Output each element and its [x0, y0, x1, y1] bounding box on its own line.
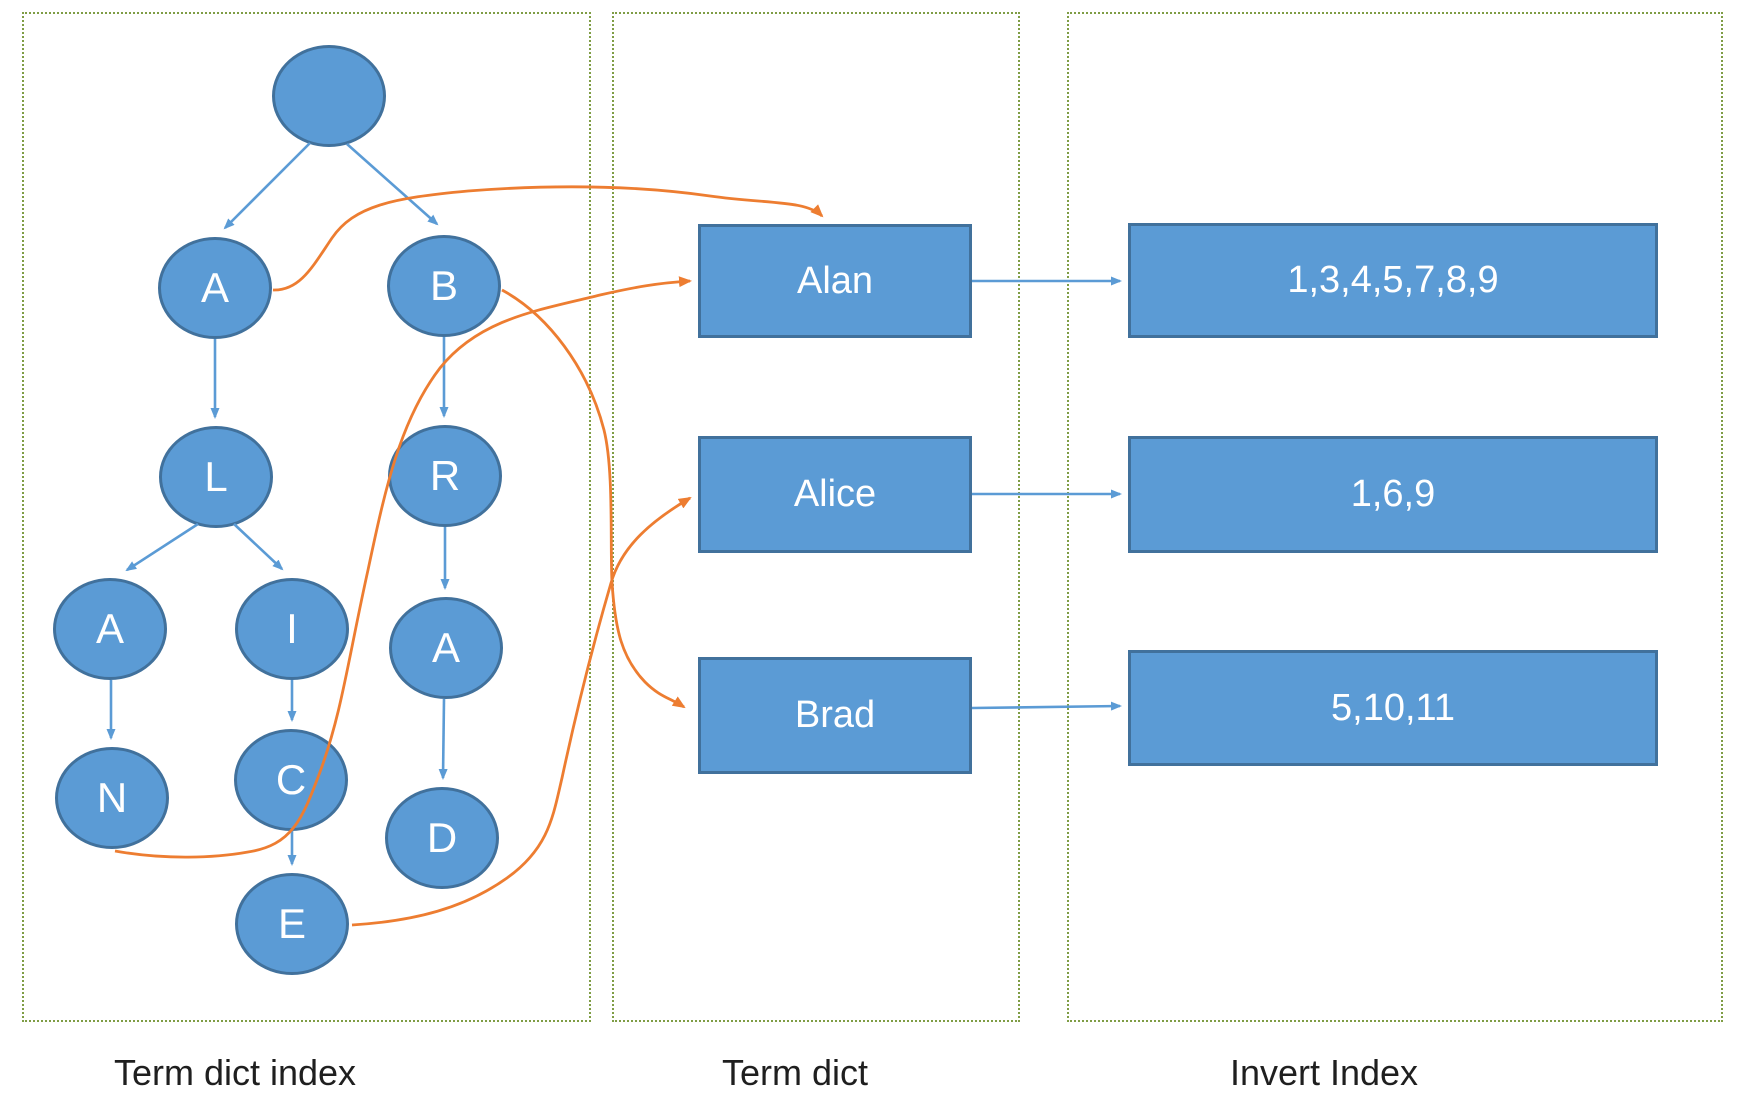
trie-node-n: N	[55, 747, 169, 849]
trie-node-i: I	[235, 578, 349, 680]
trie-node-a3: A	[389, 597, 503, 699]
posting-box-2: 1,6,9	[1128, 436, 1658, 553]
caption-term-dict: Term dict	[721, 1052, 869, 1093]
trie-node-b: B	[387, 235, 501, 337]
caption-invert-index: Invert Index	[1229, 1052, 1419, 1093]
panel-term-dict-index	[22, 12, 591, 1022]
trie-node-l: L	[159, 426, 273, 528]
term-box-alice: Alice	[698, 436, 972, 553]
posting-box-1: 1,3,4,5,7,8,9	[1128, 223, 1658, 338]
trie-node-d: D	[385, 787, 499, 889]
trie-node-e: E	[235, 873, 349, 975]
trie-node-a: A	[158, 237, 272, 339]
term-box-alan: Alan	[698, 224, 972, 338]
trie-node-r: R	[388, 425, 502, 527]
caption-term-dict-index: Term dict index	[113, 1052, 357, 1093]
posting-box-3: 5,10,11	[1128, 650, 1658, 766]
trie-node-root	[272, 45, 386, 147]
trie-node-a2: A	[53, 578, 167, 680]
trie-node-c: C	[234, 729, 348, 831]
panel-invert-index	[1067, 12, 1723, 1022]
term-box-brad: Brad	[698, 657, 972, 774]
